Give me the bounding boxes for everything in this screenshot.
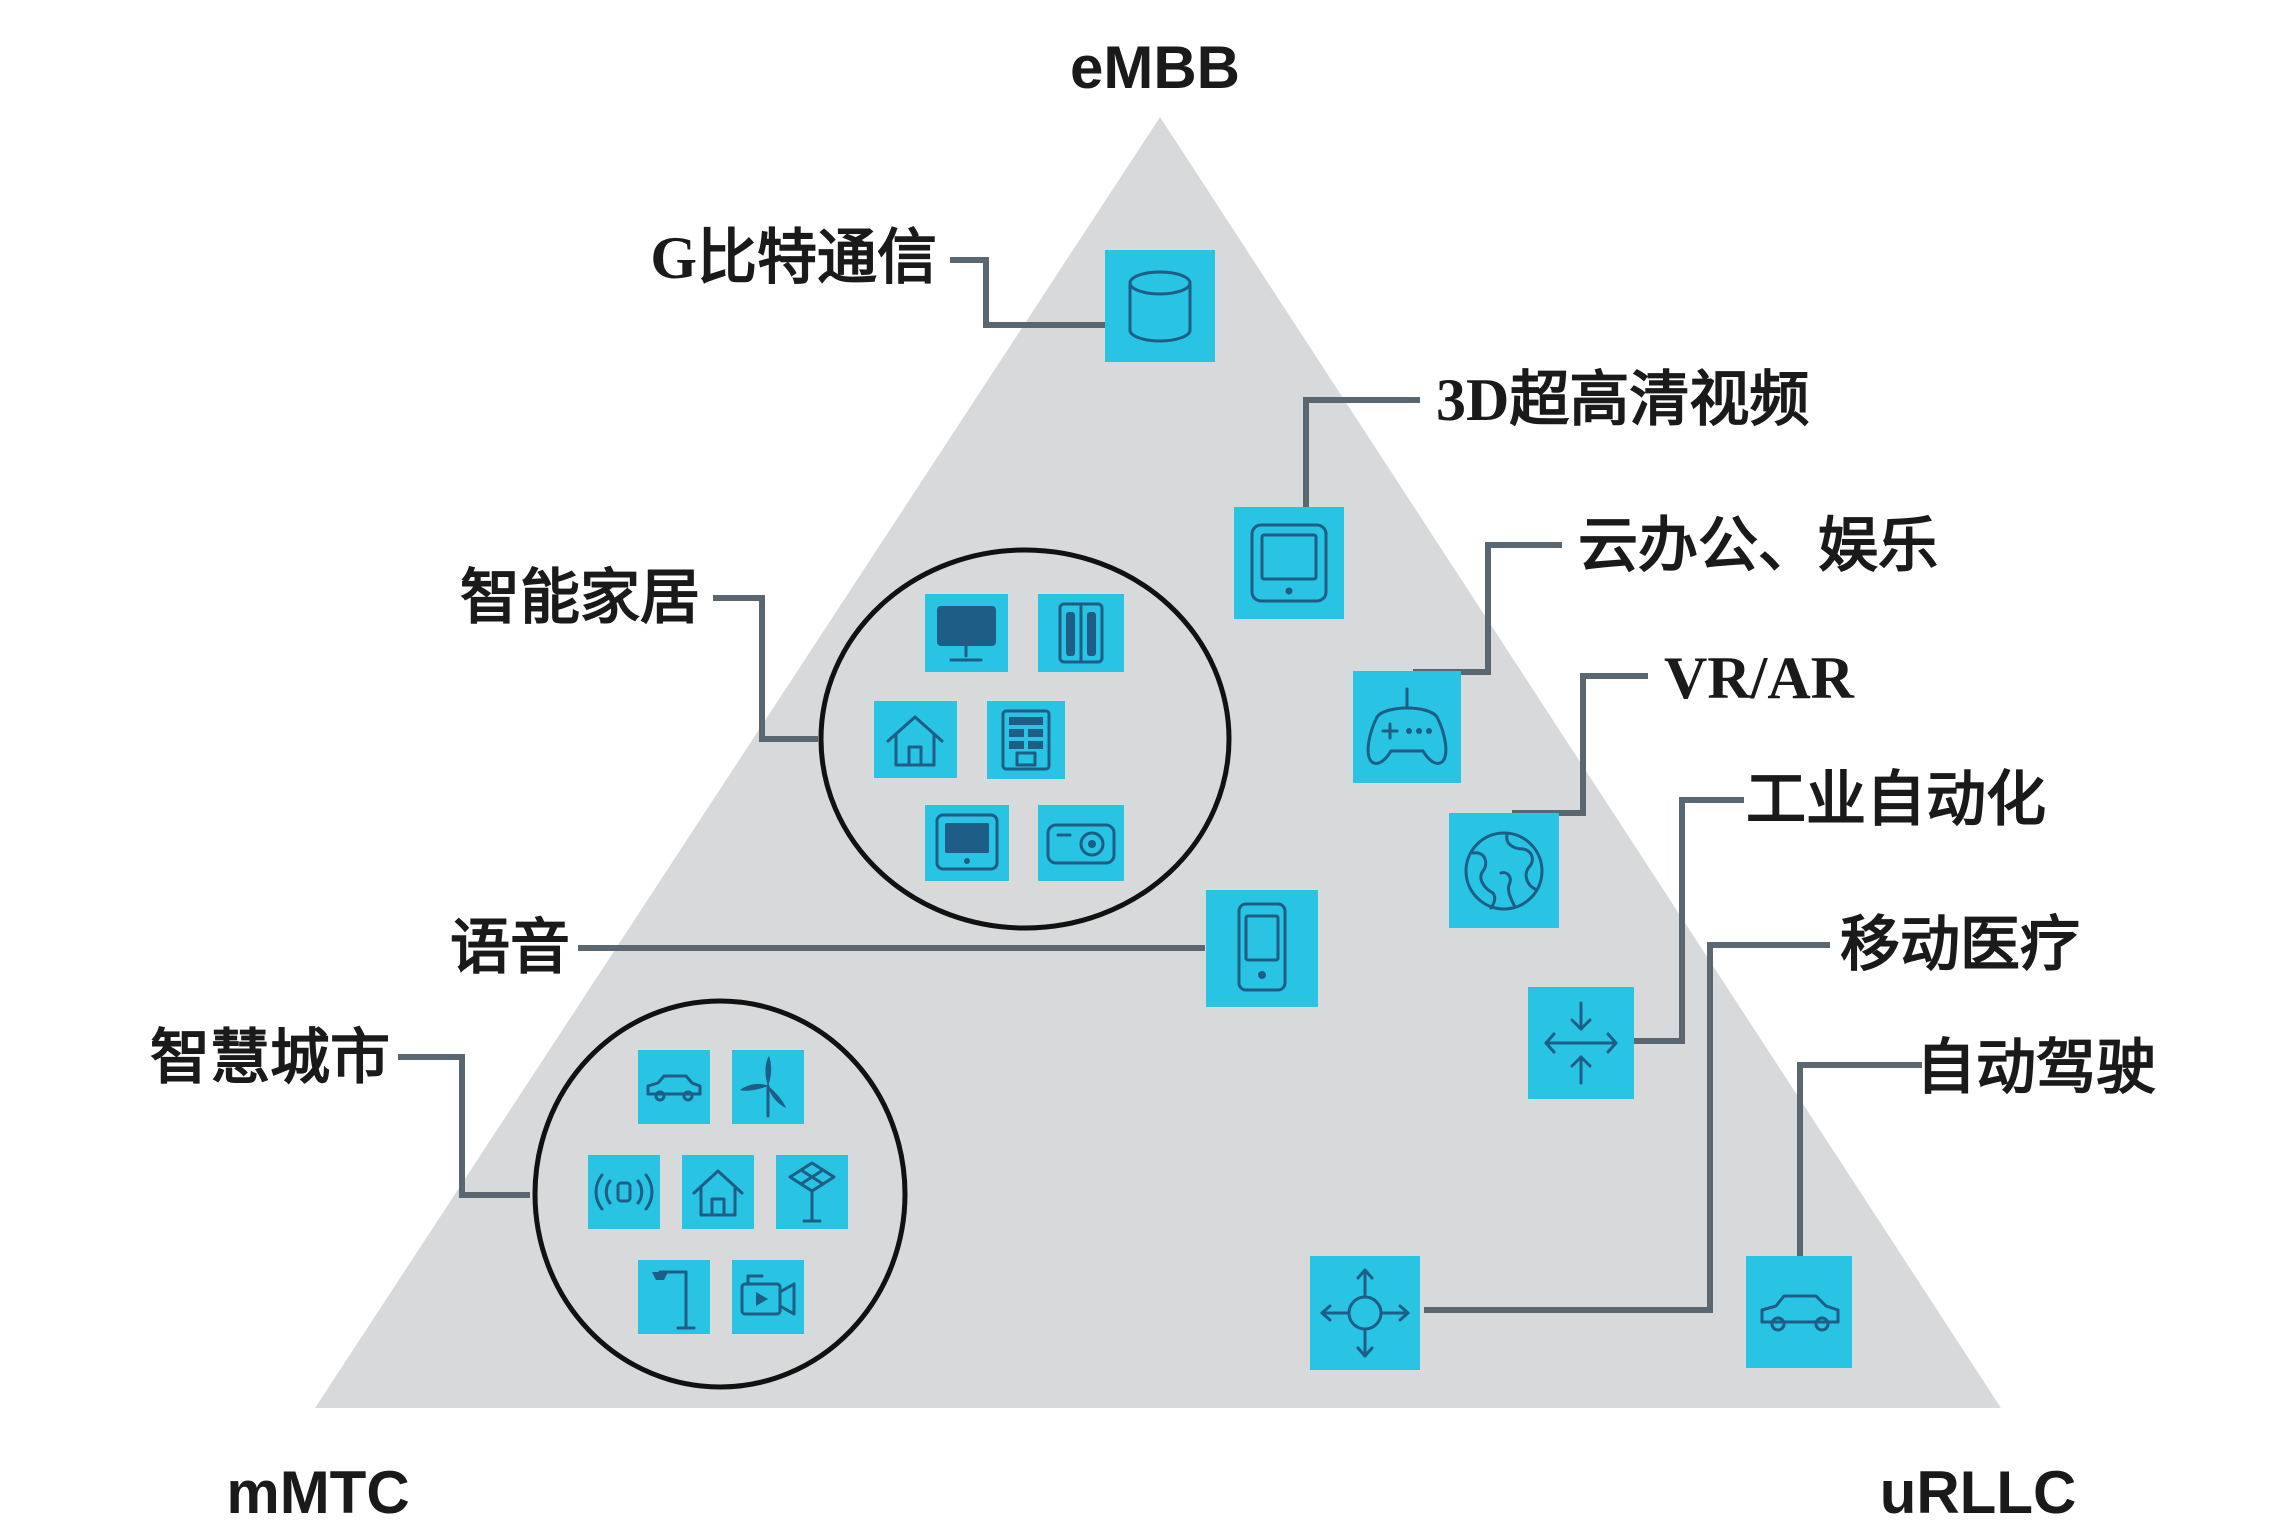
database-icon — [1128, 270, 1192, 343]
tile-autodrive — [1746, 1256, 1852, 1368]
wireless-signal-icon — [594, 1173, 654, 1211]
tile-smarthome-panel — [987, 701, 1065, 779]
house-icon — [692, 1169, 744, 1217]
label-autodrive: 自动驾驶 — [1916, 1035, 2156, 1101]
label-smarthome: 智能家居 — [460, 565, 700, 631]
tile-smartcity-streetlight — [638, 1260, 710, 1334]
tile-smartcity-signal — [588, 1155, 660, 1229]
monitor-icon — [937, 606, 996, 662]
house-icon — [886, 715, 944, 767]
tile-medical — [1310, 1256, 1420, 1370]
tile-voice — [1206, 890, 1318, 1007]
label-video3d: 3D超高清视频 — [1436, 367, 1809, 433]
corner-label-urllc: uRLLC — [1880, 1459, 2077, 1524]
solar-panel-icon — [788, 1161, 836, 1223]
tile-video3d — [1234, 507, 1344, 619]
door-icon — [1058, 602, 1104, 664]
leader-line-video3d — [1303, 397, 1420, 520]
corner-label-embb: eMBB — [1070, 34, 1240, 101]
smartcity-cluster — [532, 998, 908, 1390]
leader-line-smartcity — [398, 1054, 530, 1198]
tile-smartcity-solar — [776, 1155, 848, 1229]
tile-smartcity-turbine — [732, 1050, 804, 1124]
label-voice: 语音 — [450, 915, 570, 981]
tablet-icon — [1250, 523, 1328, 603]
label-cloud: 云办公、娱乐 — [1578, 513, 1938, 579]
streetlight-icon — [652, 1270, 696, 1330]
camera-icon — [740, 1274, 796, 1316]
tv-icon — [935, 813, 999, 871]
leader-line-autodrive — [1797, 1062, 1922, 1256]
smartcity-ring — [532, 998, 908, 1390]
label-gbit: G比特通信 — [650, 225, 937, 291]
corner-label-mmtc: mMTC — [226, 1459, 409, 1524]
tile-smarthome-house — [874, 701, 957, 778]
leader-line-smarthome — [713, 595, 818, 742]
compass-arrows-icon — [1320, 1268, 1410, 1358]
globe-icon — [1464, 831, 1544, 911]
panel-icon — [1001, 709, 1051, 771]
tile-smarthome-monitor — [925, 594, 1008, 672]
projector-icon — [1046, 823, 1116, 865]
label-smartcity: 智慧城市 — [150, 1025, 390, 1091]
tile-smartcity-house — [682, 1155, 754, 1229]
label-industrial: 工业自动化 — [1746, 767, 2046, 833]
wind-turbine-icon — [740, 1056, 786, 1118]
leader-line-industrial — [1627, 797, 1744, 1044]
label-vrar: VR/AR — [1664, 645, 1855, 711]
car-icon — [1760, 1294, 1840, 1332]
arrows-converge-icon — [1544, 1001, 1618, 1085]
leader-line-gbit — [950, 257, 1110, 328]
tile-smartcity-car — [638, 1050, 710, 1124]
tile-smarthome-door — [1038, 594, 1124, 672]
tile-smartcity-camera — [732, 1260, 804, 1334]
tile-cloud — [1353, 671, 1461, 783]
gamepad-icon — [1366, 687, 1448, 765]
leader-line-medical — [1424, 942, 1830, 1313]
car-icon — [646, 1074, 702, 1102]
label-medical: 移动医疗 — [1840, 912, 2080, 978]
tile-smarthome-projector — [1038, 805, 1124, 881]
tile-smarthome-tv — [925, 805, 1009, 881]
tile-gbit — [1105, 250, 1215, 362]
smarthome-cluster — [818, 547, 1232, 931]
smarthome-ring — [818, 547, 1232, 931]
phone-icon — [1237, 902, 1287, 992]
tile-vrar — [1449, 813, 1559, 928]
tile-industrial — [1528, 987, 1634, 1099]
